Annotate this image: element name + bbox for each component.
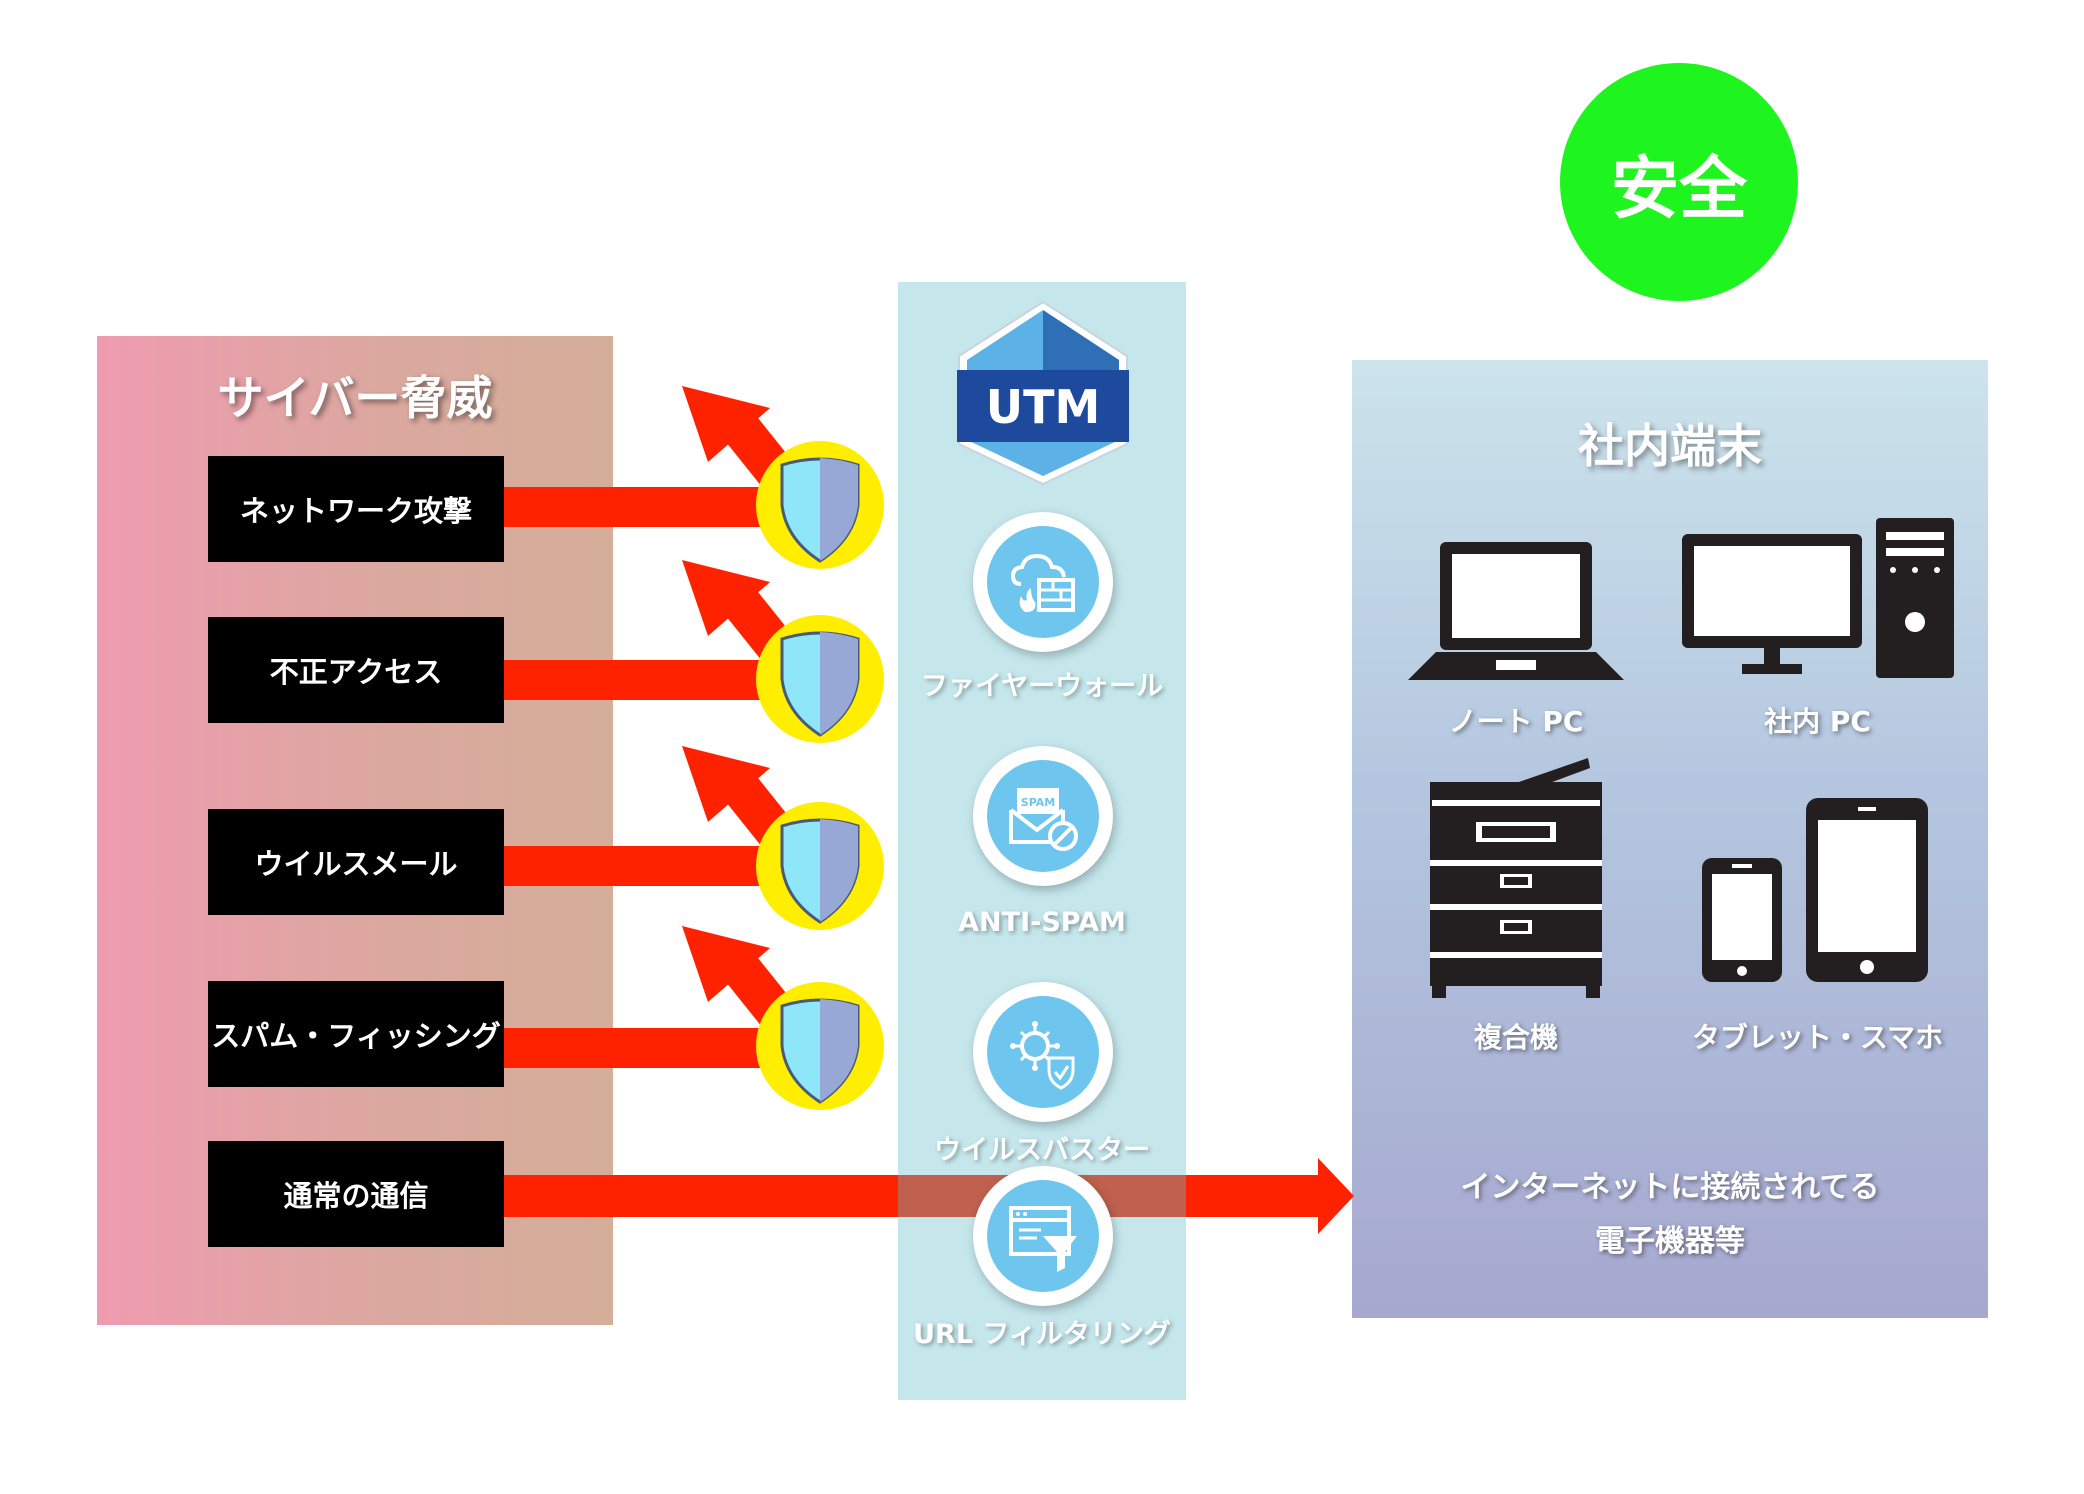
feature-label: ファイヤーウォール	[920, 671, 1164, 702]
firewall-cloud-icon	[1010, 553, 1075, 612]
shield-icon	[756, 441, 884, 569]
device-panel-title: 社内端末	[1578, 419, 1762, 473]
laptop-icon	[1408, 542, 1624, 680]
multifunction-printer-icon	[1430, 758, 1602, 998]
desktop-pc-icon	[1682, 518, 1954, 678]
threat-box: ウイルスメール	[208, 809, 504, 915]
shield-icon	[756, 615, 884, 743]
utm-logo-text: UTM	[986, 380, 1101, 434]
url-filter-feature	[973, 1166, 1113, 1306]
shield-icon	[756, 802, 884, 930]
virus-shield-icon	[1010, 1021, 1075, 1090]
browser-filter-icon	[1009, 1206, 1077, 1272]
device-label: タブレット・スマホ	[1691, 1021, 1944, 1054]
spam-badge-text: SPAM	[1021, 796, 1055, 809]
device-note-line1: インターネットに接続されてる	[1460, 1170, 1880, 1205]
feature-label: ウイルスバスター	[934, 1135, 1150, 1166]
shield-icon	[756, 982, 884, 1110]
firewall-feature	[973, 512, 1113, 652]
normal-traffic-arrow	[504, 1158, 1354, 1234]
device-note-line2: 電子機器等	[1595, 1224, 1745, 1259]
utm-logo: UTM	[957, 300, 1129, 486]
threat-box: 通常の通信	[208, 1141, 504, 1247]
safe-badge: 安全	[1560, 63, 1798, 301]
device-label: 複合機	[1473, 1021, 1558, 1054]
device-label: 社内 PC	[1764, 705, 1871, 738]
device-label: ノート PC	[1448, 705, 1584, 738]
tablet-phone-icon	[1702, 798, 1928, 982]
feature-label: URL フィルタリング	[913, 1319, 1171, 1350]
threat-box: ネットワーク攻撃	[208, 456, 504, 562]
threat-box: 不正アクセス	[208, 617, 504, 723]
threat-panel-title: サイバー脅威	[217, 371, 493, 425]
feature-label: ANTI-SPAM	[958, 907, 1126, 938]
spam-envelope-icon: SPAM	[1009, 788, 1078, 851]
threat-box: スパム・フィッシング	[208, 981, 504, 1087]
virus-buster-feature	[973, 982, 1113, 1122]
anti-spam-feature: SPAM	[973, 746, 1113, 886]
